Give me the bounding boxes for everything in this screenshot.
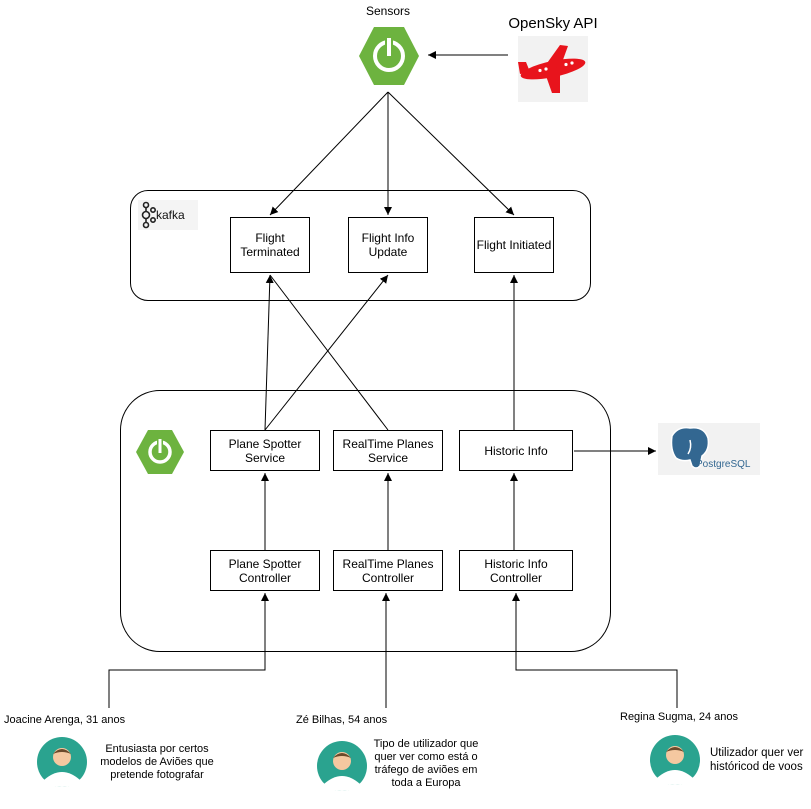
opensky-plane-icon xyxy=(518,36,588,102)
historic-info-controller: Historic Info Controller xyxy=(459,550,573,591)
persona-ze-name: Zé Bilhas, 54 anos xyxy=(296,714,388,726)
historic-info-service-label: Historic Info xyxy=(484,443,548,458)
topic-flight-terminated: Flight Terminated xyxy=(230,217,310,273)
arrow-spotter-to-flight-info-update xyxy=(264,274,389,431)
persona-regina-description: Utilizador quer ver históricod de voos xyxy=(710,747,804,773)
realtime-planes-controller: RealTime Planes Controller xyxy=(333,550,443,591)
plane-spotter-controller: Plane Spotter Controller xyxy=(210,550,320,591)
historic-info-service: Historic Info xyxy=(459,430,573,471)
persona-joacine-description: Entusiasta por certos modelos de Aviões … xyxy=(100,743,214,781)
realtime-planes-controller-label: RealTime Planes Controller xyxy=(342,556,434,585)
postgres-logo-text: PostgreSQL xyxy=(696,459,751,470)
plane-spotter-controller-label: Plane Spotter Controller xyxy=(228,556,302,585)
opensky-label: OpenSky API xyxy=(508,15,598,32)
line-realtime-to-flight-terminated xyxy=(269,274,389,431)
plane-spotter-service: Plane Spotter Service xyxy=(210,430,320,471)
topic-flight-initiated: Flight Initiated xyxy=(474,217,554,273)
kafka-logo-text: kafka xyxy=(156,208,185,222)
topic-flight-initiated-label: Flight Initiated xyxy=(476,238,552,252)
plane-spotter-service-label: Plane Spotter Service xyxy=(228,436,302,465)
topic-flight-info-update-label: Flight Info Update xyxy=(361,231,415,259)
realtime-planes-service: RealTime Planes Service xyxy=(333,430,443,471)
arrow-regina-to-historic-controller xyxy=(512,593,678,708)
arrow-sensors-to-flight-initiated xyxy=(387,91,515,216)
arrow-joacine-to-spotter-controller xyxy=(108,593,269,708)
arrow-sensors-to-flight-terminated xyxy=(269,91,389,216)
arrow-spotter-to-flight-terminated xyxy=(264,274,274,431)
topic-flight-info-update: Flight Info Update xyxy=(348,217,428,273)
persona-joacine-name: Joacine Arenga, 31 anos xyxy=(4,714,126,726)
topic-flight-terminated-label: Flight Terminated xyxy=(240,231,300,259)
historic-info-controller-label: Historic Info Controller xyxy=(484,556,548,585)
realtime-planes-service-label: RealTime Planes Service xyxy=(342,436,434,465)
persona-ze-description: Tipo de utilizador que quer ver como est… xyxy=(373,738,479,789)
sensors-label: Sensors xyxy=(365,4,411,18)
persona-regina-name: Regina Sugma, 24 anos xyxy=(620,711,739,723)
